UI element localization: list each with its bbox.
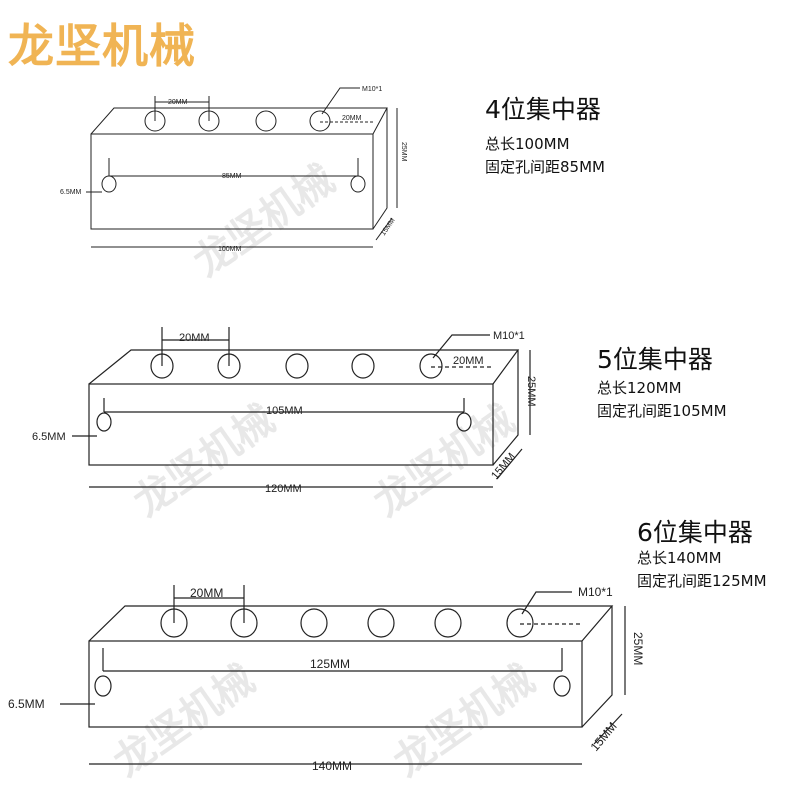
port-hole xyxy=(285,353,309,379)
port-hole xyxy=(300,608,328,638)
product-spec-hole: 固定孔间距105MM xyxy=(597,402,727,420)
dim-height-label: 25MM xyxy=(400,142,407,162)
product-spec-length: 总长100MM xyxy=(485,135,570,153)
block-front-face xyxy=(90,133,374,230)
dim-hole-distance-label: 85MM xyxy=(222,173,242,180)
dim-mount-hole-label: 6.5MM xyxy=(60,189,82,196)
dim-depth-label: 15MM xyxy=(588,719,620,754)
dim-spacing-label: 20MM xyxy=(179,332,210,344)
dim-total-length-label: 120MM xyxy=(265,483,302,495)
leader-line xyxy=(321,87,360,115)
dim-edge-label: 20MM xyxy=(453,355,484,367)
product-spec-hole: 固定孔间距85MM xyxy=(485,158,605,176)
dim-total-length-label: 100MM xyxy=(218,246,242,253)
dim-mount-hole-label: 6.5MM xyxy=(8,697,45,711)
dimension-line xyxy=(375,217,393,241)
dim-height-label: 25MM xyxy=(525,376,537,407)
dimension-line xyxy=(593,713,623,745)
dim-thread-label: M10*1 xyxy=(578,585,613,599)
mount-hole xyxy=(350,175,366,193)
dim-height-label: 25MM xyxy=(631,632,645,665)
block-front-face xyxy=(88,640,583,728)
dim-spacing-label: 20MM xyxy=(190,586,223,600)
block-outline xyxy=(90,107,388,135)
block-outline xyxy=(88,605,614,642)
port-hole xyxy=(309,110,331,132)
mount-hole xyxy=(456,412,472,432)
port-hole xyxy=(351,353,375,379)
block-front-face xyxy=(88,383,494,466)
block-side-face xyxy=(372,108,388,230)
dim-hole-distance-label: 125MM xyxy=(310,657,350,671)
port-hole xyxy=(419,353,443,379)
product-title: 6位集中器 xyxy=(637,518,753,547)
distributor-drawing xyxy=(72,327,531,488)
dim-thread-label: M10*1 xyxy=(493,330,525,342)
mount-hole xyxy=(553,675,571,697)
brand-logo-text: 龙坚机械 xyxy=(8,19,196,73)
dim-edge-label: 20MM xyxy=(342,115,362,122)
block-side-face xyxy=(581,606,613,728)
port-hole xyxy=(506,608,534,638)
port-hole xyxy=(255,110,277,132)
distributor-drawing xyxy=(60,585,626,765)
dim-depth-label: 15MM xyxy=(380,217,397,237)
dim-hole-distance-label: 105MM xyxy=(266,405,303,417)
dim-spacing-label: 20MM xyxy=(168,99,188,106)
leader-line xyxy=(432,334,490,359)
mount-hole xyxy=(101,175,117,193)
product-title: 5位集中器 xyxy=(597,345,713,374)
dim-thread-label: M10*1 xyxy=(362,86,382,93)
port-hole xyxy=(367,608,395,638)
mount-hole xyxy=(96,412,112,432)
dim-total-length-label: 140MM xyxy=(312,759,352,773)
product-title: 4位集中器 xyxy=(485,95,601,124)
block-outline xyxy=(88,349,520,385)
mount-hole xyxy=(94,675,112,697)
distributor-drawing xyxy=(86,87,398,248)
block-side-face xyxy=(492,350,519,466)
leader-line xyxy=(521,591,572,615)
product-spec-length: 总长120MM xyxy=(597,379,682,397)
port-hole xyxy=(434,608,462,638)
product-spec-hole: 固定孔间距125MM xyxy=(637,572,767,590)
dim-mount-hole-label: 6.5MM xyxy=(32,431,66,443)
dimension-line xyxy=(496,448,523,480)
product-spec-length: 总长140MM xyxy=(637,549,722,567)
